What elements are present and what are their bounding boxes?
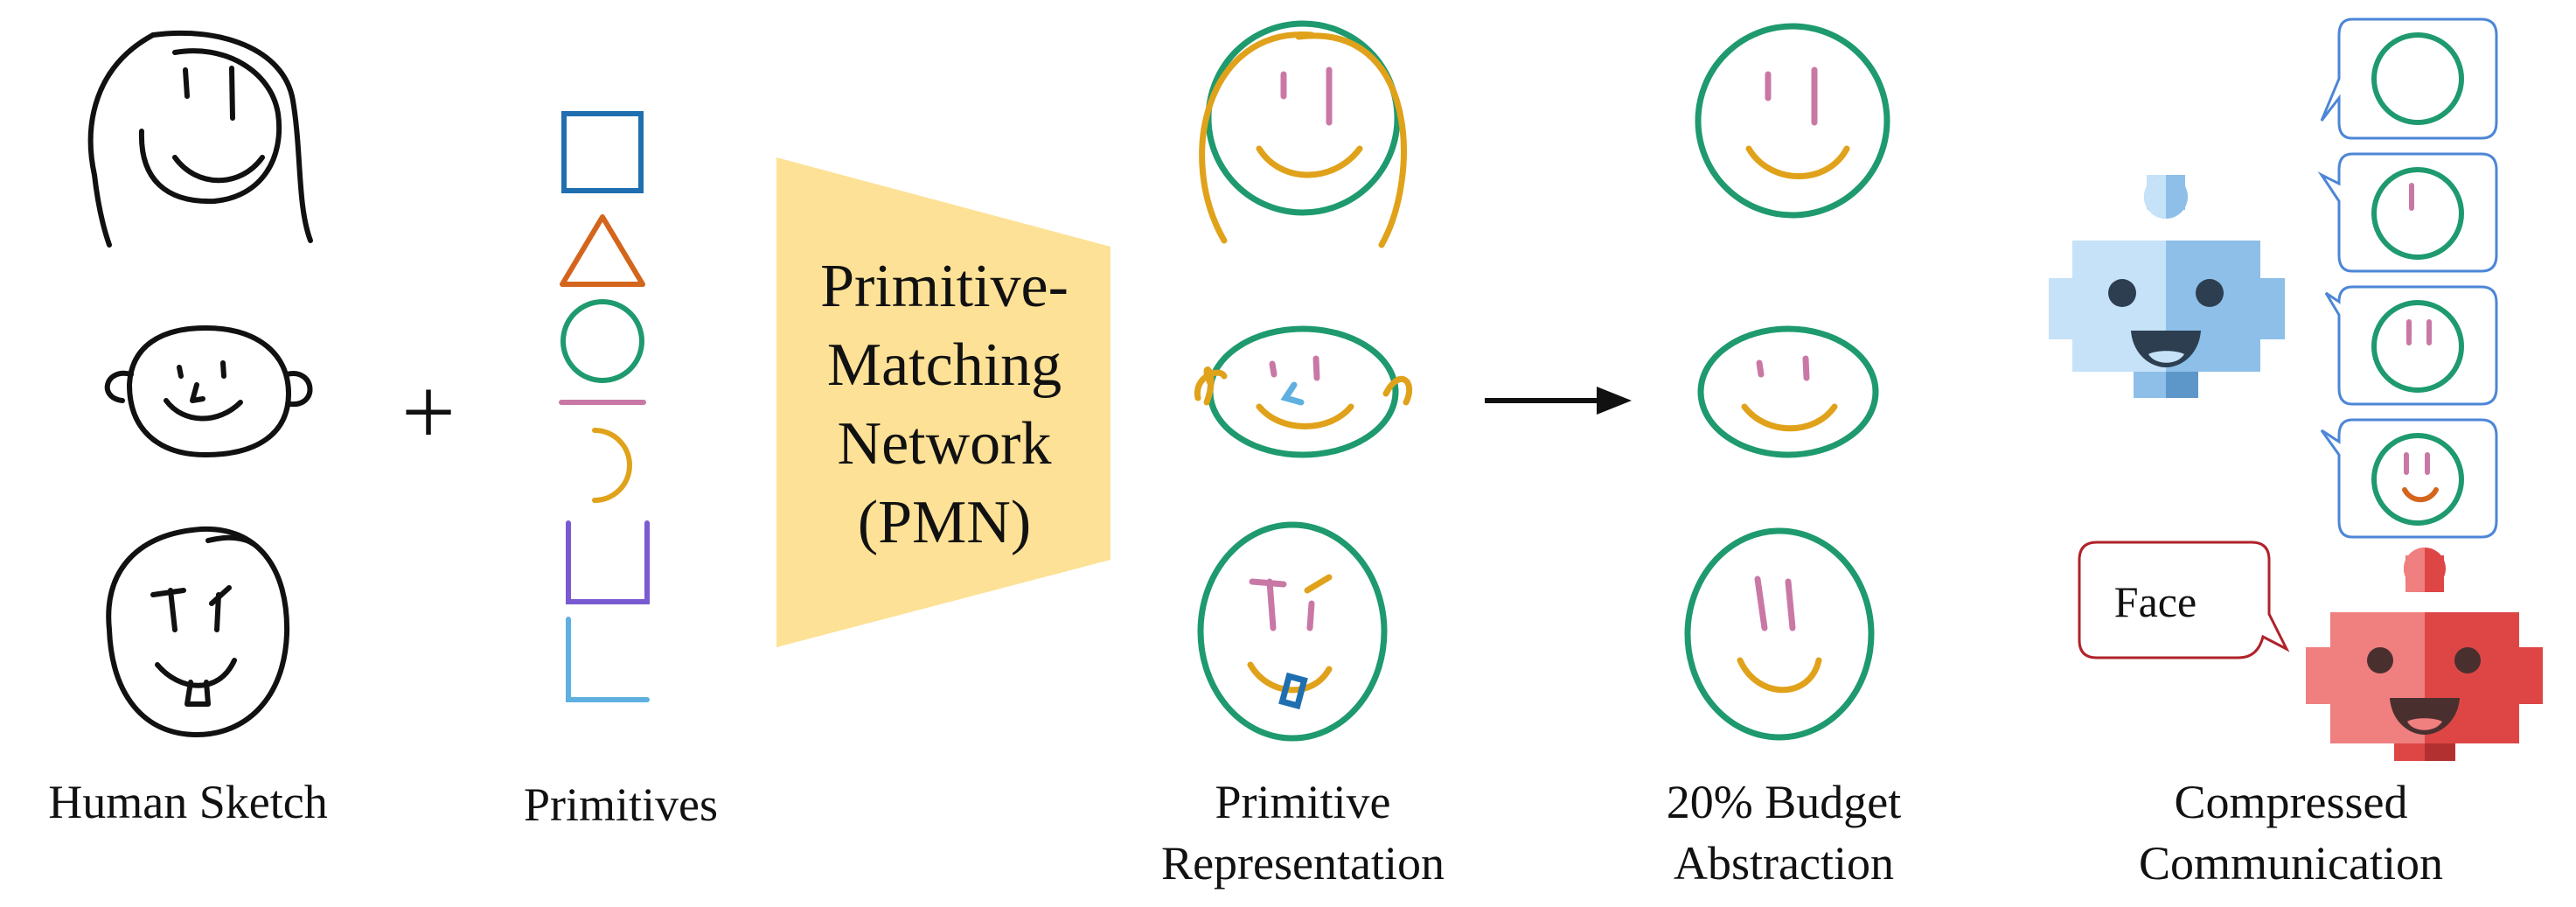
pmn-label-line-3: Network <box>838 410 1052 478</box>
pmn-block <box>776 157 1110 647</box>
sketch-face-tongue <box>106 526 290 737</box>
label-primitive-rep-line-2: Representation <box>1161 837 1445 890</box>
primitive-arc <box>592 428 632 503</box>
bubble-3 <box>2324 285 2498 406</box>
primitive-square <box>561 111 644 193</box>
primitive-triangle <box>560 214 645 287</box>
label-human-sketch: Human Sketch <box>48 776 327 828</box>
pmn-label-line-2: Matching <box>827 331 1062 399</box>
pmn-label: Primitive- Matching Network (PMN) <box>820 253 1069 556</box>
column-labels: Human Sketch Primitives Primitive Repres… <box>48 776 2443 890</box>
label-primitive-rep-line-1: Primitive <box>1215 776 1391 828</box>
pmn-label-line-4: (PMN) <box>858 489 1031 556</box>
label-budget-line-2: Abstraction <box>1674 837 1894 890</box>
speech-face-label: Face <box>2114 577 2197 626</box>
abs-face-3 <box>1684 527 1875 741</box>
primitives-column <box>559 111 650 702</box>
robot-sender-icon <box>2049 175 2285 398</box>
rep-face-ears <box>1194 325 1413 458</box>
human-sketch-column <box>87 30 313 737</box>
primitive-circle <box>560 299 644 383</box>
sketch-face-ears <box>104 325 313 457</box>
speech-bubbles-blue <box>2317 17 2498 539</box>
primitive-corner <box>566 617 650 702</box>
abs-face-2 <box>1697 325 1879 458</box>
label-compressed-line-2: Communication <box>2139 837 2443 890</box>
primitive-representation-column <box>1194 20 1413 742</box>
speech-bubble-red: Face <box>2078 541 2290 659</box>
primitive-u-shape <box>566 520 650 604</box>
robot-receiver-icon <box>2306 548 2543 761</box>
rep-face-long-hair <box>1199 20 1407 248</box>
rep-face-tongue <box>1197 521 1388 742</box>
bubble-4 <box>2320 418 2498 539</box>
abs-face-1 <box>1695 23 1890 219</box>
bubble-1 <box>2320 17 2498 140</box>
sketch-face-long-hair <box>87 30 313 248</box>
plus-sign: + <box>401 359 456 465</box>
bubble-2 <box>2317 152 2498 273</box>
arrow-to-abstraction <box>1485 387 1632 415</box>
label-primitives: Primitives <box>524 778 718 831</box>
pmn-label-line-1: Primitive- <box>820 253 1069 320</box>
label-compressed-line-1: Compressed <box>2175 776 2408 828</box>
label-budget-line-1: 20% Budget <box>1667 776 1901 828</box>
budget-abstraction-column <box>1684 23 1890 741</box>
